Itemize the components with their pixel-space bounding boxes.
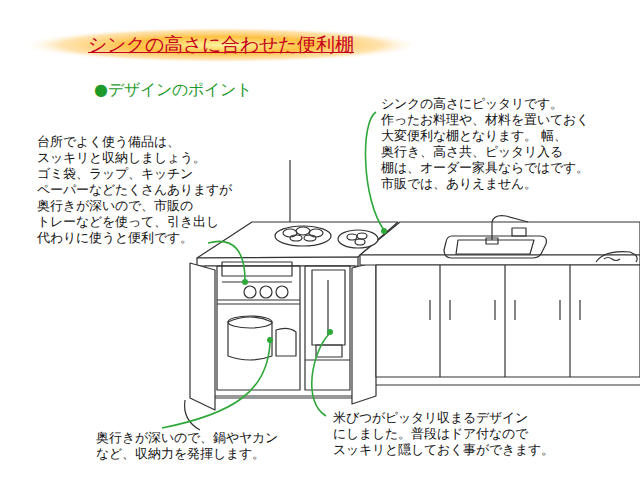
- callout-note: 米びつがピッタリ収まるデザイン にしました。普段はドア付なので スッキリと隠して…: [333, 410, 565, 458]
- section-heading: ●デザインのポイント: [94, 80, 252, 100]
- page-title: シンクの高さに合わせた便利棚: [88, 32, 354, 56]
- callout-note: シンクの高さにピッタリです。 作ったお料理や、材料を置いておく 大変便利な棚とな…: [381, 96, 599, 192]
- leader-dots: [242, 228, 387, 343]
- cabinet-drawing: [185, 160, 640, 430]
- callout-note: 奥行きが深いので、鍋やヤカン など、収納力を発揮します。: [96, 430, 288, 462]
- title-banner: [22, 27, 422, 63]
- callout-note: 台所でよく使う備品は、 スッキリと収納しましょう。 ゴミ袋、ラップ、キッチン ペ…: [37, 134, 237, 246]
